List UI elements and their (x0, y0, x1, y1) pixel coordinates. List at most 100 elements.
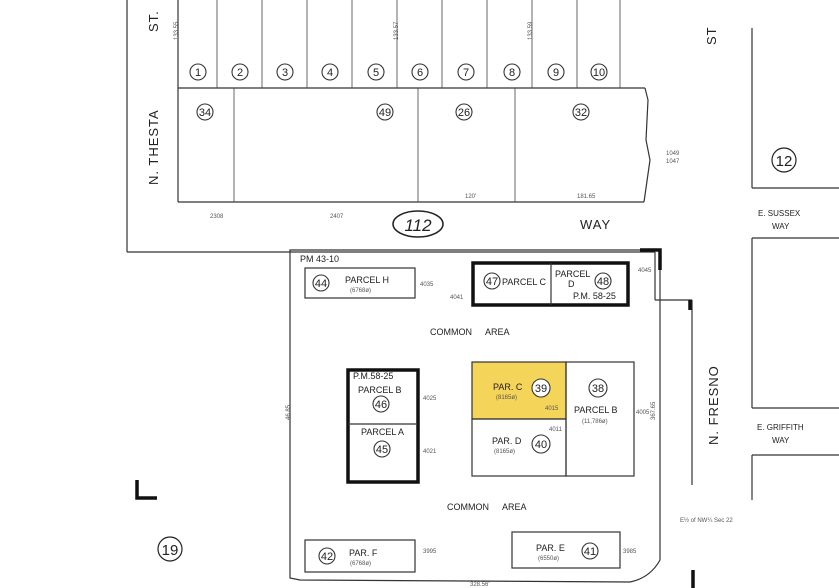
dimension: 2407 (330, 214, 344, 220)
dimension: 133.55 (174, 21, 180, 40)
address: 4021 (423, 449, 437, 455)
address: 1047 (666, 159, 680, 165)
parcel-b-left-name: PARCEL B (358, 385, 402, 395)
right-dimension: 367.65 (651, 401, 657, 420)
parcel-e-box (511, 531, 621, 569)
lower-lot-numbers: 34 49 26 32 (196, 103, 590, 121)
area-word-2: AREA (502, 502, 527, 512)
dimension: 133.57 (394, 21, 400, 40)
par-c-area: (8165ø) (496, 395, 517, 401)
lot-49: 49 (379, 107, 391, 119)
street-thesta-st: ST. (146, 10, 161, 32)
lot-number: 4 (327, 67, 333, 79)
lot-26: 26 (458, 107, 470, 119)
address: 4041 (450, 295, 464, 301)
block-19-number: 19 (162, 542, 179, 559)
address: 4011 (549, 427, 563, 433)
parcel-f-area: (6768ø) (350, 561, 371, 567)
pm-58-25-top: P.M. 58-25 (573, 291, 616, 301)
block-12-number: 12 (776, 153, 793, 170)
parcel-f-number: 42 (321, 551, 333, 563)
par-c-name: PAR. C (493, 382, 523, 392)
upper-dimensions: 133.55 133.57 133.59 2308 2407 120' 181.… (174, 21, 596, 220)
corner-mark (135, 480, 157, 500)
parcel-b-right-area: (11,786ø) (582, 419, 608, 425)
area-word: AREA (485, 327, 510, 337)
dimension: 120' (465, 194, 476, 200)
lot-number: 1 (195, 67, 201, 79)
street-griffith-way: WAY (772, 436, 790, 445)
section-note: E½ of NW¼ Sec 22 (680, 517, 733, 524)
lot-number: 3 (282, 67, 288, 79)
parcel-d-top-letter: D (568, 279, 575, 289)
dimension: 2308 (210, 214, 224, 220)
par-d-number: 40 (535, 439, 547, 451)
parcel-h-area: (6768ø) (350, 288, 371, 294)
street-sussex: E. SUSSEX (758, 209, 801, 218)
address: 1049 (666, 151, 680, 157)
dimension: 133.59 (528, 21, 534, 40)
parcel-f-name: PAR. F (349, 548, 378, 558)
lot-number: 7 (463, 67, 469, 79)
par-d-name: PAR. D (492, 436, 522, 446)
parcel-b-right-name: PARCEL B (574, 405, 618, 415)
lot-34: 34 (199, 107, 211, 119)
parcel-c-top-name: PARCEL C (502, 277, 547, 287)
upper-block-outline (126, 0, 655, 253)
block-12-circle (771, 147, 797, 173)
bottom-dimension: 328.56' (470, 582, 490, 588)
pm-58-25-left: P.M.58-25 (353, 371, 393, 381)
street-thesta: N. THESTA (146, 109, 161, 185)
lot-32: 32 (575, 107, 587, 119)
lot-number: 8 (509, 67, 515, 79)
parcel-f-box (304, 539, 416, 573)
address: 3985 (623, 549, 637, 555)
street-sussex-way: WAY (772, 222, 790, 231)
parcel-b-left-number: 46 (375, 399, 387, 411)
top-lot-numbers: 1 2 3 4 5 6 7 8 9 10 (189, 63, 608, 81)
parcel-c-highlight[interactable] (471, 361, 567, 420)
common-area-word-2: COMMON (447, 502, 489, 512)
lot-number: 6 (417, 67, 423, 79)
block-112-number: 112 (404, 216, 432, 235)
parcel-c-top-number: 47 (486, 276, 498, 288)
lot-number: 2 (237, 67, 243, 79)
address: 4045 (638, 268, 652, 274)
parcel-d-top-name: PARCEL (555, 269, 590, 279)
lot-number: 5 (373, 67, 379, 79)
street-way-112: WAY (580, 217, 611, 232)
parcel-b-right-number: 38 (592, 383, 604, 395)
parcel-b-right-box (565, 361, 635, 477)
left-dimension: 46.85 (286, 404, 292, 420)
lot-number: 10 (593, 67, 605, 79)
address: 3995 (423, 549, 437, 555)
parcel-e-name: PAR. E (536, 543, 565, 553)
block-112-oval (392, 210, 444, 238)
corner-mark (640, 248, 662, 270)
par-d-area: (8165ø) (494, 449, 515, 455)
pm-43-10: PM 43-10 (300, 254, 339, 264)
right-block-outlines (654, 28, 839, 500)
parcel-e-area: (6550ø) (538, 556, 559, 562)
parcel-a-name: PARCEL A (361, 427, 404, 437)
street-fresno: N. FRESNO (706, 365, 721, 445)
parcel-a-number: 45 (376, 444, 388, 456)
street-griffith: E. GRIFFITH (757, 423, 804, 432)
block-19-circle (157, 536, 183, 562)
par-c-number: 39 (535, 383, 547, 395)
lot-number: 9 (553, 67, 559, 79)
parcel-d-top-number: 48 (597, 276, 609, 288)
street-st-top-right: ST (704, 26, 719, 45)
address: 4035 (420, 282, 434, 288)
parcel-ab-heavy (346, 368, 420, 484)
parcel-h-name: PARCEL H (345, 275, 389, 285)
parcel-e-number: 41 (584, 546, 596, 558)
address: 4025 (423, 396, 437, 402)
address: 4015 (545, 406, 559, 412)
parcel-h-number: 44 (315, 278, 327, 290)
common-area-word: COMMON (430, 327, 472, 337)
dimension: 181.65 (577, 194, 596, 200)
parcel-h-box (304, 267, 416, 299)
address: 4005 (636, 410, 650, 416)
